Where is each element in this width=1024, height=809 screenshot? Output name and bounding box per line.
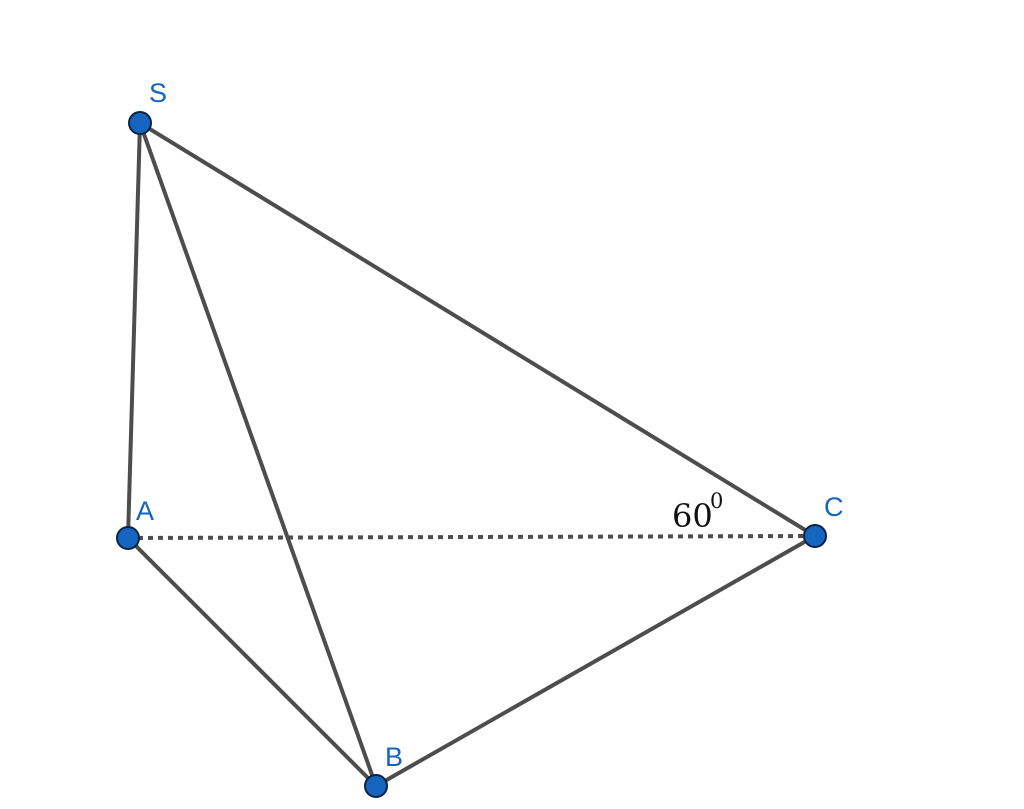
point-C xyxy=(803,524,827,548)
point-B xyxy=(364,774,388,798)
angle-degree-exponent: 0 xyxy=(710,489,723,513)
point-S xyxy=(128,111,152,135)
edge-SC xyxy=(138,121,817,538)
label-C: C xyxy=(824,492,844,522)
angle-label: 60 xyxy=(672,497,713,535)
label-S: S xyxy=(149,78,167,108)
edge-SB xyxy=(138,121,378,788)
edge-AB xyxy=(126,536,378,788)
label-B: B xyxy=(385,742,403,772)
edge-AC xyxy=(127,534,816,540)
edge-SA xyxy=(126,121,142,540)
label-A: A xyxy=(136,496,154,526)
point-A xyxy=(116,526,140,550)
edge-BC xyxy=(374,534,817,788)
